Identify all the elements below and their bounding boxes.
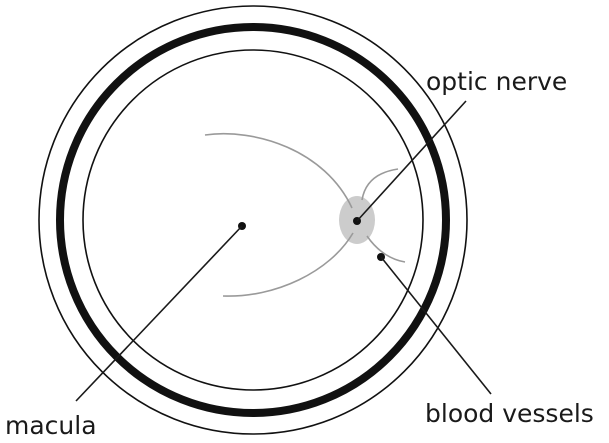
- blood-vessel-network: [205, 134, 405, 296]
- thick-ring: [60, 27, 446, 413]
- vessel-lower-arc: [223, 233, 353, 296]
- vessel-upper-arc: [205, 134, 352, 208]
- macula-leader: [76, 226, 242, 401]
- blood-vessels-label: blood vessels: [425, 399, 594, 428]
- macula-label: macula: [5, 411, 97, 440]
- optic-nerve-leader: [357, 101, 466, 221]
- vessel-right-branch: [367, 236, 405, 262]
- optic-nerve-label: optic nerve: [426, 67, 567, 96]
- eyeball: [39, 6, 467, 434]
- outer-ring: [39, 6, 467, 434]
